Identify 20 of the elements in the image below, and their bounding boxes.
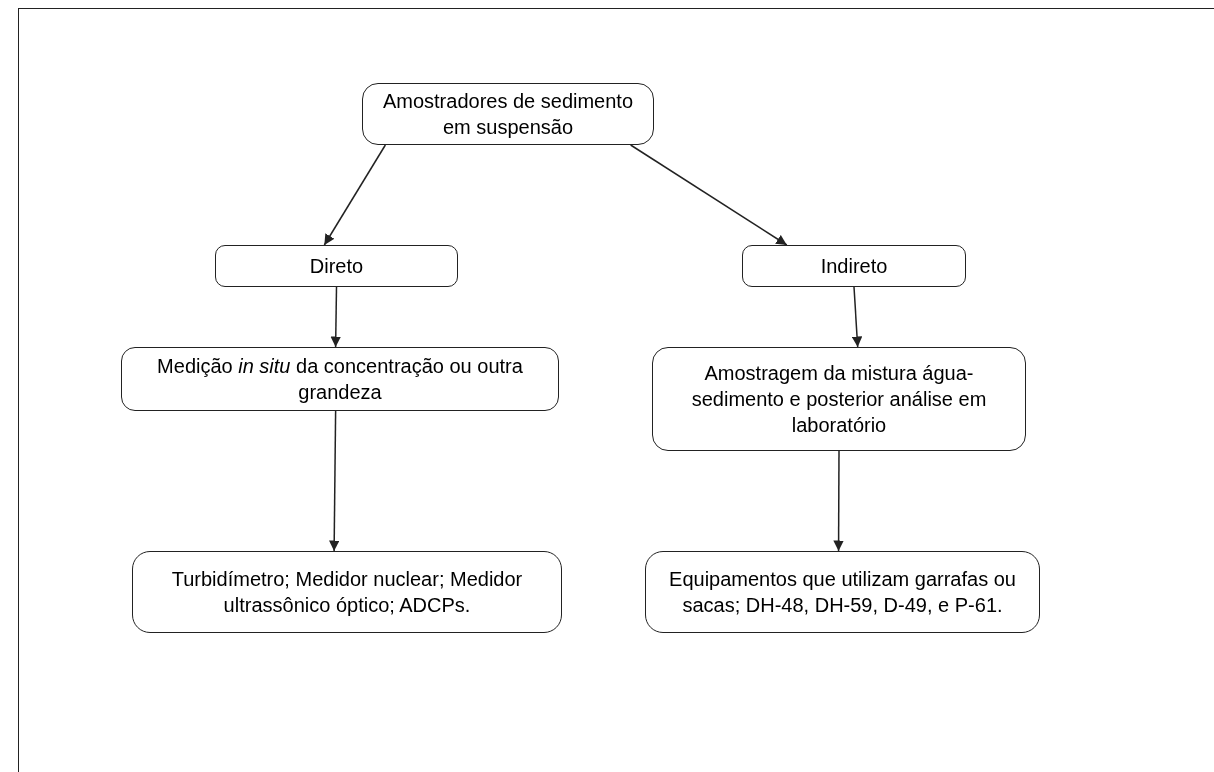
- process-box: [652, 347, 1026, 451]
- box-text: Amostradores de sedimento em suspensão: [381, 89, 635, 140]
- process-box: [645, 551, 1040, 633]
- arrow: [851, 286, 863, 348]
- process-box: [742, 245, 966, 287]
- box-text: Medição in situ da concentração ou outra grandeza: [156, 354, 524, 405]
- box-text: Equipamentos que utilizam garrafas ou sacas; DH-48, DH-59, D-49, e P-61.: [668, 567, 1017, 618]
- process-box: [215, 245, 458, 287]
- arrow: [323, 144, 387, 246]
- arrow: [328, 410, 340, 552]
- arrow: [833, 450, 844, 552]
- box-text: Indireto: [820, 254, 888, 279]
- box-text: Amostragem da mistura água-sedimento e posterior análise em laboratório: [690, 361, 988, 438]
- process-box: [121, 347, 559, 411]
- arrow: [629, 144, 788, 246]
- process-box: [362, 83, 654, 145]
- box-text: Turbidímetro; Medidor nuclear; Medidor ultrassônico óptico; ADCPs.: [170, 567, 524, 618]
- box-text: Direto: [309, 254, 364, 279]
- process-box: [132, 551, 562, 633]
- arrow: [330, 286, 341, 348]
